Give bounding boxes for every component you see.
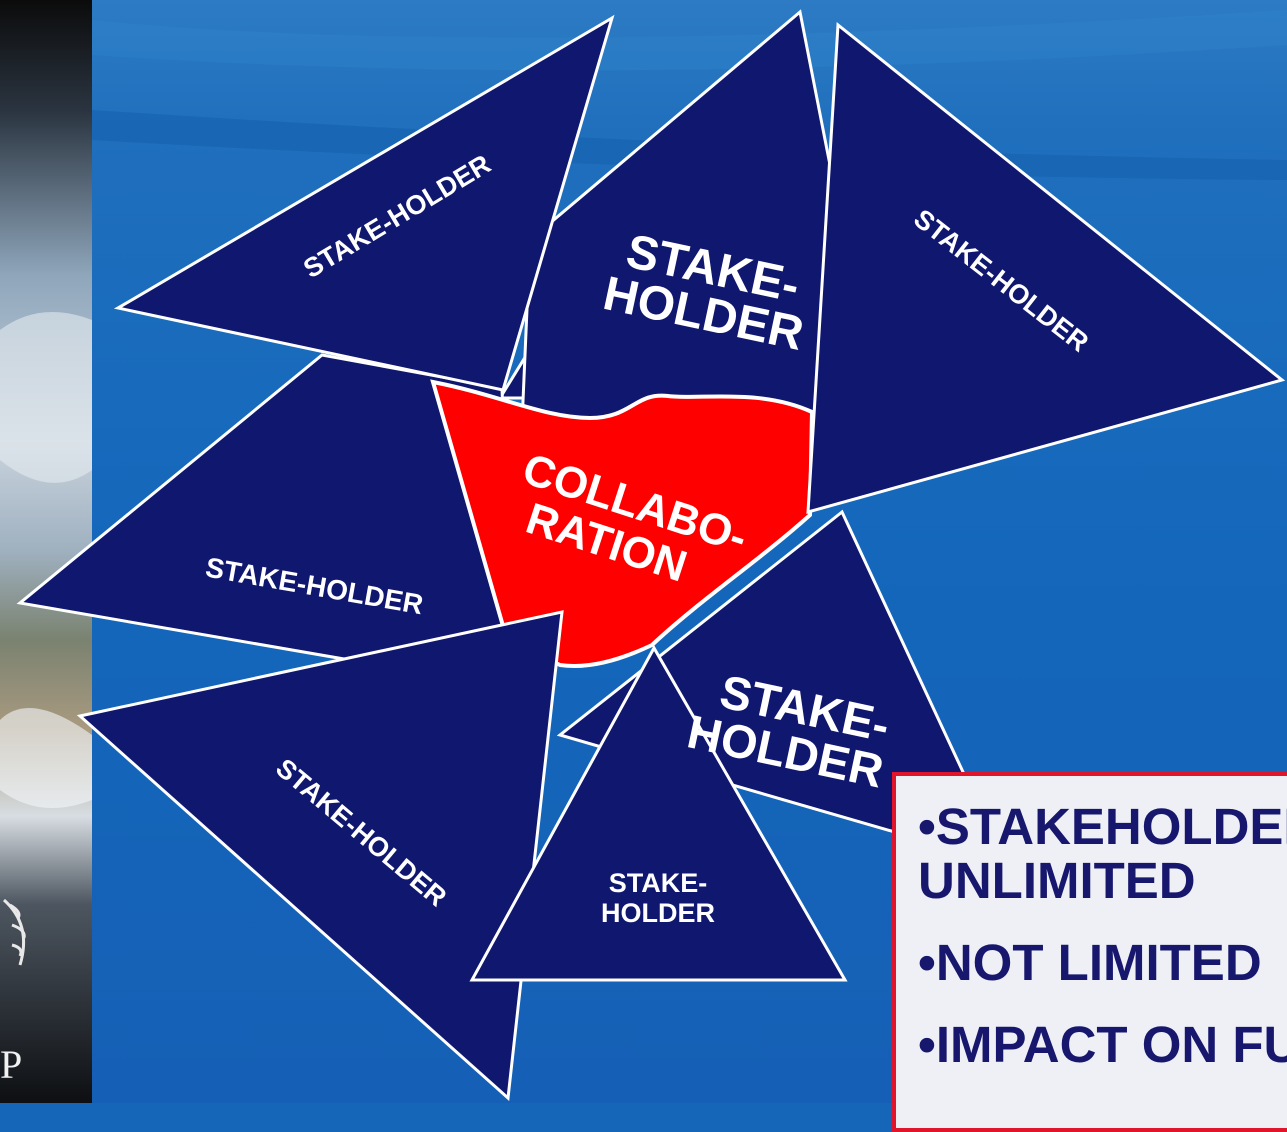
stakeholder-label-bottom-center: STAKE- HOLDER [601,868,715,928]
info-line-impact: •IMPACT ON FU [918,1016,1287,1073]
info-line-not-limited: •NOT LIMITED [918,934,1262,991]
diagram-canvas: STAKE-HOLDER STAKE- HOLDER STAKE-HOLDER … [0,0,1287,1103]
stakeholder-triangle-top-right [806,22,1286,515]
stakeholder-label-bottom-center-line1: STAKE- [609,868,708,898]
info-line-stakeholders: •STAKEHOLDERS [918,798,1287,855]
stakeholder-triangle-bottom-left [76,610,564,1102]
info-line-unlimited: UNLIMITED [918,852,1196,909]
stakeholder-label-bottom-center-line2: HOLDER [601,898,715,928]
stakeholder-triangle-bottom-center [469,644,848,982]
collaboration-shape [430,379,815,668]
wave-band-1 [92,10,1287,71]
photo-strip [0,0,92,1103]
photo-strip-splash [0,708,92,808]
laurel-emblem [2,898,26,966]
emblem-letter: P [0,1042,23,1087]
info-box: •STAKEHOLDERS UNLIMITED •NOT LIMITED •IM… [892,772,1287,1132]
stakeholder-triangle-top-left [113,14,615,392]
photo-strip-cloud [0,312,92,483]
